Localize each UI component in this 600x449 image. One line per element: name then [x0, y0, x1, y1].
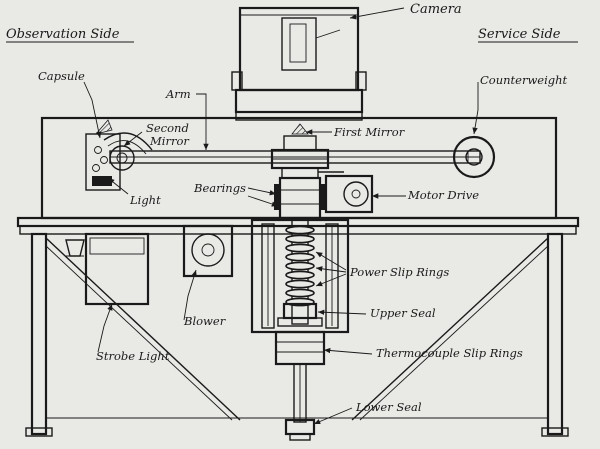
power-slip-ring-stack: [285, 225, 315, 307]
label-lower-seal: Lower Seal: [355, 400, 422, 414]
slip-ring: [285, 234, 315, 244]
label-service-side: Service Side: [478, 27, 561, 42]
label-motor-drive: Motor Drive: [407, 188, 479, 202]
slip-ring: [285, 270, 315, 280]
slip-ring: [285, 261, 315, 271]
slip-ring: [285, 279, 315, 289]
label-arm: Arm: [165, 87, 191, 101]
label-camera: Camera: [410, 2, 462, 17]
camera-housing: [231, 6, 367, 121]
label-bearings: Bearings: [193, 181, 246, 195]
label-capsule: Capsule: [38, 69, 85, 83]
label-light: Light: [129, 193, 161, 207]
strobe-light: [65, 232, 150, 306]
label-blower: Blower: [183, 314, 227, 328]
slip-ring: [285, 225, 315, 235]
capsule-assembly: [85, 119, 153, 191]
slip-ring: [285, 252, 315, 262]
counterweight: [452, 135, 496, 179]
label-observation-side: Observation Side: [6, 27, 120, 42]
label-thermocouple-slip-rings: Thermocouple Slip Rings: [376, 346, 523, 360]
motor-drive: [318, 171, 374, 214]
leader-lines: [83, 7, 479, 425]
label-second-mirror: Second Mirror: [146, 121, 192, 148]
central-column: [250, 123, 350, 441]
blower: [182, 224, 234, 278]
slip-ring: [285, 243, 315, 253]
arm: [109, 150, 481, 164]
label-upper-seal: Upper Seal: [370, 306, 436, 320]
label-power-slip-rings: Power Slip Rings: [349, 265, 449, 279]
label-first-mirror: First Mirror: [333, 125, 406, 139]
slip-ring: [285, 288, 315, 298]
label-strobe-light: Strobe Light: [96, 349, 170, 363]
label-counterweight: Counterweight: [480, 73, 568, 87]
labels: Camera Observation Side Service Side Cap…: [6, 2, 568, 414]
